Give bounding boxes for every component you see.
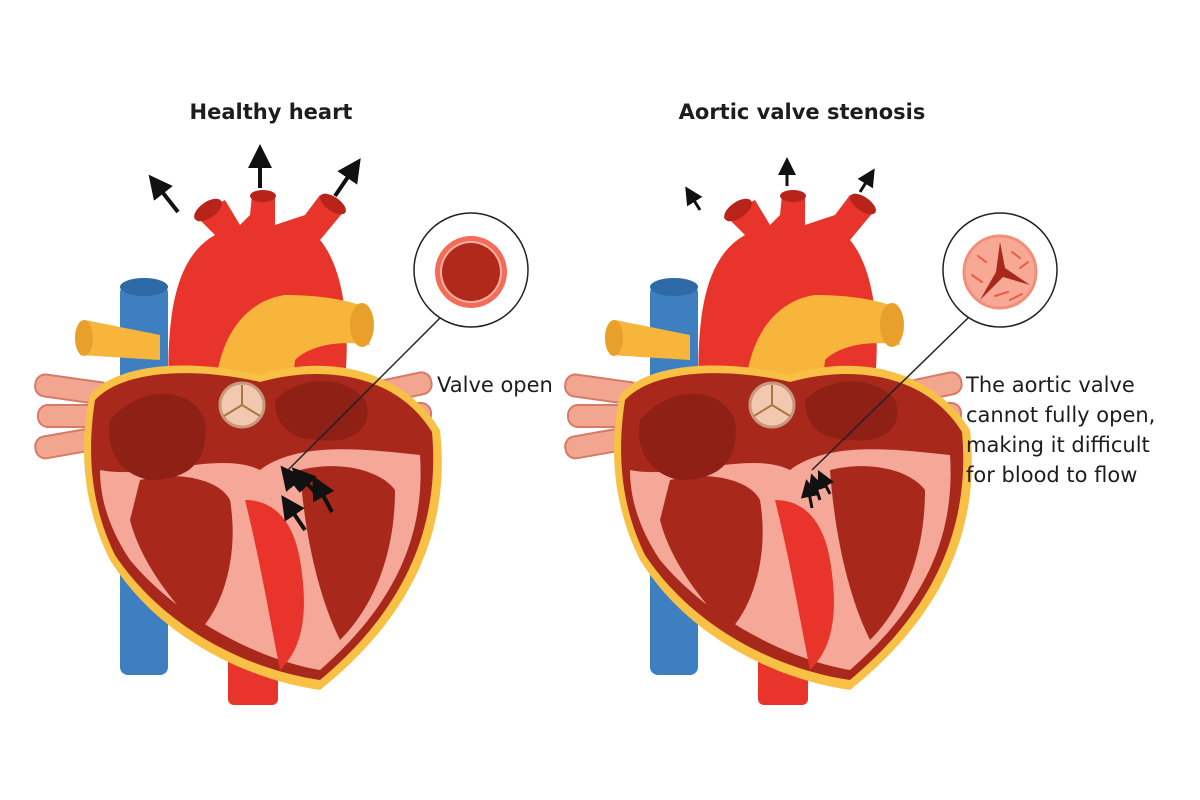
label-line: making it difficult [966,433,1150,457]
stenosis-title: Aortic valve stenosis [678,100,926,124]
stenosis-valve-callout [811,212,1058,471]
valve-open-label: Valve open [437,370,553,400]
stenosis-heart-illustration [562,188,974,707]
label-line: Valve open [437,373,553,397]
stenosis-description: The aortic valve cannot fully open, maki… [966,370,1155,490]
label-line: for blood to flow [966,463,1138,487]
healthy-valve-callout [287,212,529,471]
stenosis-outflow-arrows [685,157,875,509]
healthy-heart-title: Healthy heart [189,100,353,124]
healthy-heart-illustration [32,188,444,707]
healthy-outflow-arrows [148,144,361,532]
label-line: cannot fully open, [966,403,1156,427]
label-line: The aortic valve [966,373,1135,397]
